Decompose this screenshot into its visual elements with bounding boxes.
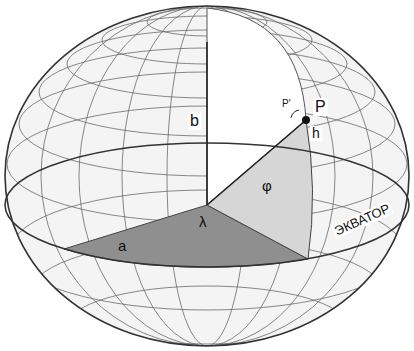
point-label: P [313,98,328,116]
longitude-label: λ [199,214,207,231]
point-label: P' [280,98,293,109]
latitude-label: φ [262,178,272,195]
axis-label: b [188,112,201,130]
axis-label: a [118,238,126,255]
height-label: h [310,126,322,141]
